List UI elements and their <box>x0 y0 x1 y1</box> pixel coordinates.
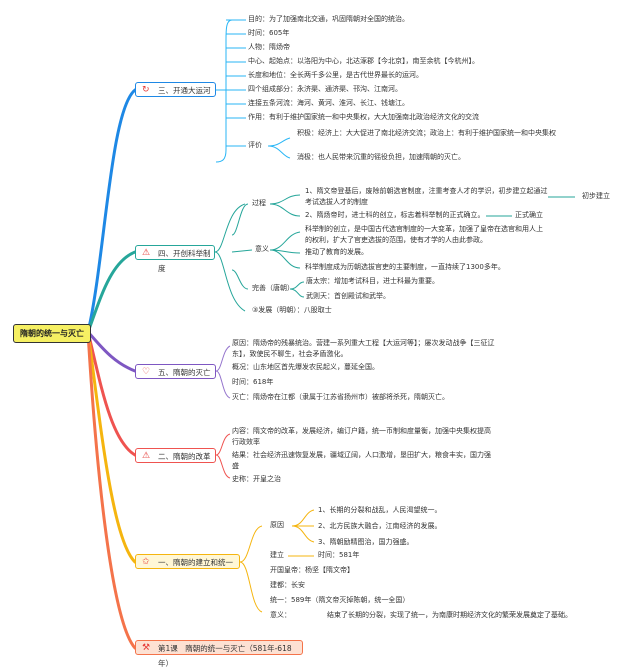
canal-eval-positive: 积极：经济上：大大促进了南北经济交流；政治上：有利于维护国家统一和中央集权 <box>297 129 556 137</box>
branch-lesson[interactable]: ⚒ 第1课 隋朝的统一与灭亡（581年-618年） <box>135 640 303 668</box>
bracket-exam <box>214 203 246 312</box>
canal-item-5: 长度和地位：全长两千多公里，是古代世界最长的运河。 <box>248 71 423 79</box>
founding-reason-3: 3、隋朝励精图治，国力强盛。 <box>318 538 414 546</box>
exam-process-1-note: 初步建立 <box>582 192 610 200</box>
exam-meaning-label: 意义 <box>255 245 269 253</box>
founding-founded-label: 建立 <box>270 551 284 559</box>
exam-perfect-label: 完善（唐朝） <box>252 284 294 292</box>
branch-canal-label: 三、开通大运河 <box>158 86 211 95</box>
exam-perfect-1: 唐太宗：增加考试科目，进士科最为重要。 <box>306 277 439 285</box>
exam-process-2-note: 正式确立 <box>515 211 543 219</box>
canal-item-1: 目的：为了加强南北交通，巩固隋朝对全国的统治。 <box>248 15 409 23</box>
exam-ming: ③发展（明朝）：八股取士 <box>252 306 332 314</box>
branch-lesson-label: 第1课 隋朝的统一与灭亡（581年-618年） <box>158 644 292 668</box>
branch-exam-label: 四、开创科举制度 <box>158 249 211 273</box>
bracket-reform <box>215 433 231 479</box>
star-icon: ✩ <box>142 557 150 567</box>
canal-eval-label: 评价 <box>248 141 262 149</box>
heart-icon: ♡ <box>142 367 151 377</box>
founding-emperor: 开国皇帝：杨坚【隋文帝】 <box>270 566 354 574</box>
connector-exam <box>86 250 137 334</box>
fall-item-3: 时间：618年 <box>232 378 274 386</box>
branch-exam[interactable]: ⚠ 四、开创科举制度 <box>135 245 215 273</box>
exam-process-2: 2、隋炀帝时，进士科的创立，标志着科举制的正式确立。 <box>305 211 485 219</box>
canal-eval-negative: 消极：也人民带来沉重的徭役负担，加速隋朝的灭亡。 <box>297 153 465 161</box>
reform-item-2: 结果：社会经济迅速恢复发展，疆域辽阔，人口激增，垦田扩大，粮食丰实，国力强盛 <box>232 451 491 470</box>
connector-fall <box>86 330 137 373</box>
fall-item-1: 原因：隋炀帝的残暴统治。营建一系列重大工程【大运河等】；屡次发动战争【三征辽东】… <box>232 339 495 358</box>
canal-item-6: 四个组成部分：永济渠、通济渠、邗沟、江南河。 <box>248 85 402 93</box>
branch-fall[interactable]: ♡ 五、隋朝的灭亡 <box>135 364 216 379</box>
exam-meaning-1: 科举制的创立，是中国古代选官制度的一大变革，加强了皇帝在选官和用人上的权利，扩大… <box>305 225 543 244</box>
founding-reason-1: 1、长期的分裂和战乱，人民渴望统一。 <box>318 506 442 514</box>
canal-item-8: 作用：有利于维护国家统一和中央集权，大大加强南北政治经济文化的交流 <box>248 113 479 121</box>
branch-reform[interactable]: ⚠ 二、隋朝的改革 <box>135 448 216 463</box>
tools-icon: ⚒ <box>142 643 151 653</box>
exam-process-label: 过程 <box>252 199 266 207</box>
warning-icon: ⚠ <box>142 248 151 258</box>
connector-founding <box>86 330 137 564</box>
exam-perfect-2: 武则天：首创殿试和武举。 <box>306 292 390 300</box>
exam-meaning-3: 科举制度成为历朝选拔官吏的主要制度，一直持续了1300多年。 <box>305 263 505 271</box>
branch-founding[interactable]: ✩ 一、隋朝的建立和统一 <box>135 554 240 569</box>
founding-capital: 建都：长安 <box>270 581 305 589</box>
connector-canal <box>86 88 137 334</box>
bracket-fall <box>215 345 231 399</box>
branch-canal[interactable]: ↻ 三、开通大运河 <box>135 82 216 97</box>
fall-item-4: 灭亡：隋炀帝在江都（隶属于江苏省扬州市）被部将杀死，隋朝灭亡。 <box>232 393 449 401</box>
connector-lesson <box>86 330 137 650</box>
founding-meaning-label: 意义： <box>270 611 291 619</box>
branch-fall-label: 五、隋朝的灭亡 <box>158 368 211 377</box>
founding-founded-time: 时间：581年 <box>318 551 360 559</box>
exam-process-1: 1、隋文帝登基后，废除前朝选官制度，注重考查人才的学识，初步建立起通过考试选拔人… <box>305 187 548 206</box>
founding-unify: 统一：589年（隋文帝灭掉陈朝，统一全国） <box>270 596 410 604</box>
branch-founding-label: 一、隋朝的建立和统一 <box>158 558 233 567</box>
bracket-founding <box>239 525 263 613</box>
canal-item-3: 人物：隋炀帝 <box>248 43 290 51</box>
connector-reform <box>86 330 137 457</box>
bracket-canal <box>215 19 233 163</box>
circle-arrow-icon: ↻ <box>142 85 150 95</box>
warning-icon: ⚠ <box>142 451 151 461</box>
canal-item-2: 时间：605年 <box>248 29 290 37</box>
reform-item-3: 史称：开皇之治 <box>232 475 281 483</box>
founding-reason-label: 原因 <box>270 521 284 529</box>
reform-item-1: 内容：隋文帝的改革，发展经济，编订户籍，统一币制和度量衡，加强中央集权提高行政效… <box>232 427 491 446</box>
root-node[interactable]: 隋朝的统一与灭亡 <box>13 324 91 343</box>
branch-reform-label: 二、隋朝的改革 <box>158 452 211 461</box>
founding-meaning: 结束了长期的分裂，实现了统一，为南康时期经济文化的繁荣发展奠定了基础。 <box>327 611 572 619</box>
canal-item-7: 连接五条河流：海河、黄河、淮河、长江、钱塘江。 <box>248 99 409 107</box>
fall-item-2: 概况：山东地区首先爆发农民起义，蔓延全国。 <box>232 363 379 371</box>
canal-item-4: 中心、起始点：以洛阳为中心，北达涿郡【今北京】，南至余杭【今杭州】。 <box>248 57 479 65</box>
exam-meaning-2: 推动了教育的发展。 <box>305 248 368 256</box>
founding-reason-2: 2、北方民族大融合，江南经济的发展。 <box>318 522 442 530</box>
